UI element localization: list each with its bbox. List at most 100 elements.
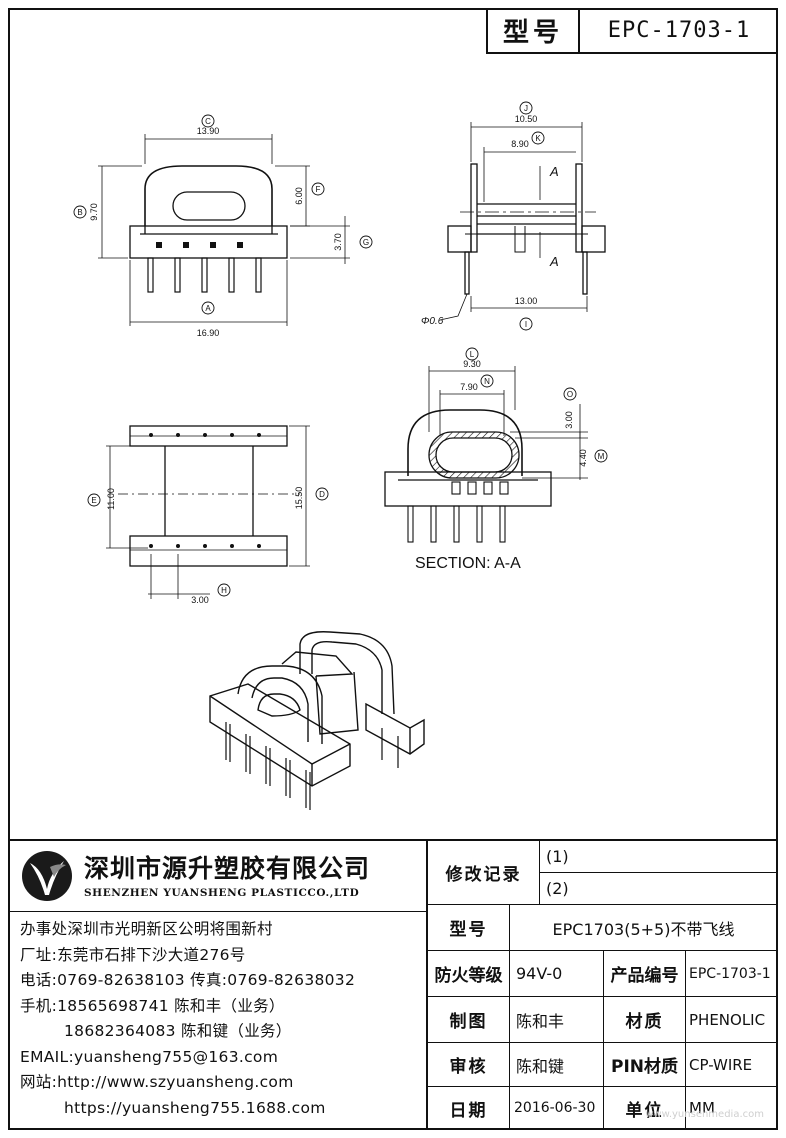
dim-i-marker [519, 317, 533, 331]
section-view [384, 409, 552, 543]
model-label: 型号 [488, 8, 580, 52]
company-name-cn: 深圳市源升塑胶有限公司 [84, 854, 371, 883]
dim-l-marker [465, 347, 479, 361]
dim-j-value: 10.50 [515, 114, 538, 124]
company-name-en: SHENZHEN YUANSHENG PLASTICCO.,LTD [84, 887, 360, 899]
dim-b-marker [73, 205, 87, 219]
dim-l-value: 9.30 [463, 359, 481, 369]
dim-n-letter: N [484, 377, 490, 386]
dim-c-letter: C [205, 117, 211, 126]
dim-c-value: 13.90 [197, 126, 220, 136]
dim-n-value: 7.90 [460, 382, 478, 392]
dim-a-letter: A [205, 304, 211, 313]
pin-diameter: Φ0.6 [421, 316, 444, 327]
dim-l-letter: L [470, 350, 475, 359]
dim-n-marker [480, 374, 494, 388]
top-view [118, 425, 300, 567]
pin-material-value: CP-WIRE [686, 1043, 778, 1087]
material-label: 材质 [604, 997, 686, 1043]
dim-k-letter: K [535, 134, 541, 143]
section-marker-top: A [549, 164, 559, 179]
contact-phone-fax: 电话:0769-82638103 传真:0769-82638032 [20, 971, 356, 989]
dim-o-value: 3.00 [564, 411, 574, 429]
drawn-by-value: 陈和丰 [510, 997, 604, 1043]
dim-h-letter: H [221, 586, 227, 595]
contact-store: https://yuansheng755.1688.com [64, 1098, 326, 1117]
dim-j-letter: J [524, 104, 528, 113]
pin-material-label: PIN材质 [604, 1043, 686, 1087]
dim-d-letter: D [319, 490, 325, 499]
title-block: 型号 EPC-1703-1 [486, 8, 778, 54]
isometric-view [209, 631, 425, 810]
dim-i-letter: I [525, 320, 527, 329]
front-view [129, 165, 288, 293]
model-row-label: 型号 [428, 905, 510, 951]
contact-website: 网站:http://www.szyuansheng.com [20, 1073, 294, 1091]
date-label: 日期 [428, 1087, 510, 1130]
dim-m-letter: M [598, 452, 605, 461]
side-dimensions [439, 122, 588, 321]
dim-k-marker [531, 131, 545, 145]
dim-m-marker [594, 449, 608, 463]
dim-o-letter: O [567, 390, 573, 399]
drawn-by-label: 制图 [428, 997, 510, 1043]
dim-h-marker [217, 583, 231, 597]
spec-table: 修改记录 (1) (2) 型号 EPC1703(5+5)不带飞线 防火等级 94… [426, 841, 778, 1130]
date-value: 2016-06-30 [510, 1087, 604, 1130]
reviewed-by-label: 审核 [428, 1043, 510, 1087]
drawing-frame [8, 8, 778, 1130]
contact-email: EMAIL:yuansheng755@163.com [20, 1047, 279, 1066]
dim-e-letter: E [91, 496, 96, 505]
contact-office: 办事处深圳市光明新区公明将围新村 [20, 920, 273, 938]
section-label: SECTION: A-A [415, 555, 521, 572]
dim-a-marker [201, 301, 215, 315]
product-no-label: 产品编号 [604, 951, 686, 997]
revision-1: (1) [540, 841, 778, 873]
dim-d-value: 15.50 [294, 487, 304, 510]
dim-o-marker [563, 387, 577, 401]
dim-h-value: 3.00 [191, 595, 209, 605]
dim-f-marker [311, 182, 325, 196]
dim-g-letter: G [363, 238, 369, 247]
contact-factory: 厂址:东莞市石排下沙大道276号 [20, 945, 246, 964]
dim-e-value: 11.00 [106, 488, 116, 510]
unit-value: MM [686, 1087, 778, 1130]
fire-rating-label: 防火等级 [428, 951, 510, 997]
front-dimensions [98, 134, 350, 326]
contact-mobile-1: 手机:18565698741 陈和丰（业务） [20, 996, 285, 1015]
contact-list: 办事处深圳市光明新区公明将围新村 厂址:东莞市石排下沙大道276号 电话:076… [20, 917, 425, 1121]
dim-g-marker [359, 235, 373, 249]
revision-label: 修改记录 [428, 841, 540, 905]
dim-i-value: 13.00 [515, 296, 538, 306]
dim-f-letter: F [316, 185, 321, 194]
section-dimensions [428, 366, 588, 480]
revision-2: (2) [540, 873, 778, 905]
fire-rating-value: 94V-0 [510, 951, 604, 997]
dim-b-letter: B [77, 208, 82, 217]
side-view [447, 163, 606, 295]
dim-b-value: 9.70 [89, 203, 99, 221]
unit-label: 单位 [604, 1087, 686, 1130]
dim-e-marker [87, 493, 101, 507]
title-block-bottom: 深圳市源升塑胶有限公司 SHENZHEN YUANSHENG PLASTICCO… [10, 839, 778, 1130]
reviewed-by-value: 陈和键 [510, 1043, 604, 1087]
dim-d-marker [315, 487, 329, 501]
company-header: 深圳市源升塑胶有限公司 SHENZHEN YUANSHENG PLASTICCO… [10, 841, 426, 912]
company-logo-icon [22, 851, 72, 901]
dim-f-value: 6.00 [294, 187, 304, 205]
dim-a-value: 16.90 [197, 328, 220, 338]
model-row-value: EPC1703(5+5)不带飞线 [510, 905, 778, 951]
watermark: www.yunsenmedia.com [645, 1109, 764, 1120]
technical-drawing: 13.90 C 16.90 A 9.70 B 6.00 F 3.70 G [73, 101, 608, 810]
product-no-value: EPC-1703-1 [686, 951, 778, 997]
material-value: PHENOLIC [686, 997, 778, 1043]
dim-m-value: 4.40 [578, 449, 588, 467]
dim-k-value: 8.90 [511, 139, 529, 149]
dim-j-marker [519, 101, 533, 115]
contact-mobile-2: 18682364083 陈和键（业务） [64, 1022, 292, 1040]
model-number: EPC-1703-1 [607, 17, 751, 43]
dim-c-marker [201, 114, 215, 128]
top-dimensions [106, 425, 310, 599]
dim-g-value: 3.70 [333, 233, 343, 251]
section-marker-bottom: A [549, 254, 559, 269]
